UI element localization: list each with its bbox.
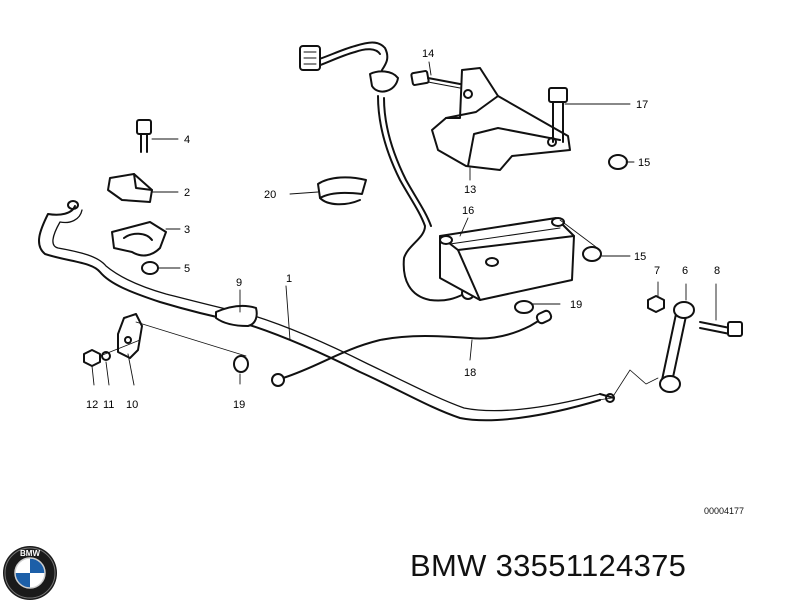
guide-lines (99, 219, 659, 401)
clamp-3 (111, 221, 167, 257)
cable-18 (271, 309, 553, 387)
rubber-mount-2 (107, 173, 153, 203)
callout-19-right: 19 (570, 299, 582, 311)
callout-18: 18 (464, 367, 476, 379)
callout-8: 8 (714, 265, 720, 277)
grommet-19-left (233, 355, 249, 373)
grommet-19-right (514, 300, 534, 314)
bolt-17 (548, 87, 568, 143)
bolt-4 (136, 119, 152, 153)
bushing-9 (215, 304, 258, 327)
callout-6: 6 (682, 265, 688, 277)
callout-10: 10 (126, 399, 138, 411)
clip-20 (317, 176, 367, 206)
leader-lines (91, 61, 717, 386)
callout-16: 16 (462, 205, 474, 217)
bolt-8 (699, 321, 743, 337)
control-module (439, 217, 575, 301)
callout-13: 13 (464, 184, 476, 196)
callout-11: 11 (103, 399, 114, 411)
callout-20: 20 (264, 189, 276, 201)
callout-19-left: 19 (233, 399, 245, 411)
nut-5 (141, 261, 159, 275)
callout-4: 4 (184, 134, 190, 146)
callout-14: 14 (422, 48, 434, 60)
nut-15-lower (582, 246, 602, 262)
callout-15-lower: 15 (634, 251, 646, 263)
callout-9: 9 (236, 277, 242, 289)
callout-17: 17 (636, 99, 648, 111)
callout-2: 2 (184, 187, 190, 199)
logo-text: BMW (20, 549, 40, 558)
stabilizer-bar (38, 200, 615, 422)
drawing-number: 00004177 (704, 506, 745, 516)
bmw-logo: BMW (3, 546, 57, 600)
brand-part-number: BMW 33551124375 (410, 548, 687, 583)
nut-7 (647, 295, 665, 313)
callout-15-upper: 15 (638, 157, 650, 169)
wire-harness (299, 41, 475, 302)
callout-labels: 1 2 3 4 5 6 7 8 9 10 11 12 13 14 15 15 1… (86, 48, 720, 411)
callout-5: 5 (184, 263, 190, 275)
nut-12 (83, 349, 101, 367)
callout-7: 7 (654, 265, 660, 277)
callout-1: 1 (286, 273, 292, 285)
callout-12: 12 (86, 399, 98, 411)
nut-15-upper (608, 154, 628, 170)
callout-3: 3 (184, 224, 190, 236)
mounting-bracket (431, 67, 571, 171)
bracket-10 (117, 313, 143, 359)
bolt-14 (410, 70, 461, 89)
link-rod-6 (659, 301, 695, 393)
